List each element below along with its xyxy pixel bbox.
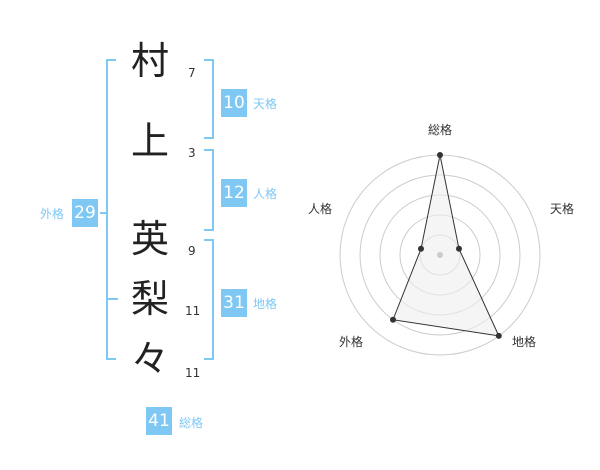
radar-label-top: 総格: [428, 122, 452, 137]
radar-points: [390, 152, 502, 339]
radar-label-right: 天格: [550, 201, 574, 216]
jinkaku-badge: 12: [221, 179, 247, 207]
stroke-count-2: 3: [188, 146, 196, 160]
name-char-1: 村: [130, 39, 169, 83]
name-char-3: 英: [130, 217, 169, 261]
radar-label-bottom-left: 外格: [339, 334, 363, 349]
radar-label-bottom-right: 地格: [512, 334, 536, 349]
radar-point-bottom-right: [495, 332, 502, 339]
gaikaku-badge: 29: [72, 199, 98, 227]
stroke-count-3: 9: [188, 244, 196, 258]
name-char-5: 々: [130, 337, 169, 381]
chikaku-label: 地格: [253, 297, 278, 311]
tenkaku-label: 天格: [253, 97, 278, 111]
gaikaku-label: 外格: [40, 207, 65, 221]
radar-point-right: [456, 245, 462, 252]
soukaku-badge: 41: [146, 407, 172, 435]
gaikaku-bracket: [106, 59, 116, 360]
stroke-count-5: 11: [185, 366, 201, 380]
radar-point-bottom-left: [390, 316, 396, 323]
chikaku-badge: 31: [221, 289, 247, 317]
stroke-count-4: 11: [185, 304, 201, 318]
name-char-2: 上: [130, 119, 169, 163]
soukaku-label: 総格: [179, 416, 204, 430]
radar-chart: 総格 天格 地格 外格 人格: [308, 122, 574, 356]
chikaku-bracket: [204, 239, 214, 360]
gaikaku-divider: [106, 298, 118, 300]
tenkaku-bracket: [204, 59, 214, 139]
jinkaku-bracket: [204, 149, 214, 231]
gaikaku-connector: [100, 212, 108, 214]
radar-point-left: [418, 245, 424, 252]
radar-point-top: [437, 152, 443, 158]
radar-polygon: [392, 154, 500, 337]
radar-center-dot: [437, 252, 443, 258]
stroke-count-1: 7: [188, 66, 196, 80]
name-char-4: 梨: [130, 277, 169, 321]
radar-label-left: 人格: [308, 201, 332, 216]
tenkaku-badge: 10: [221, 89, 247, 117]
jinkaku-label: 人格: [253, 187, 278, 201]
